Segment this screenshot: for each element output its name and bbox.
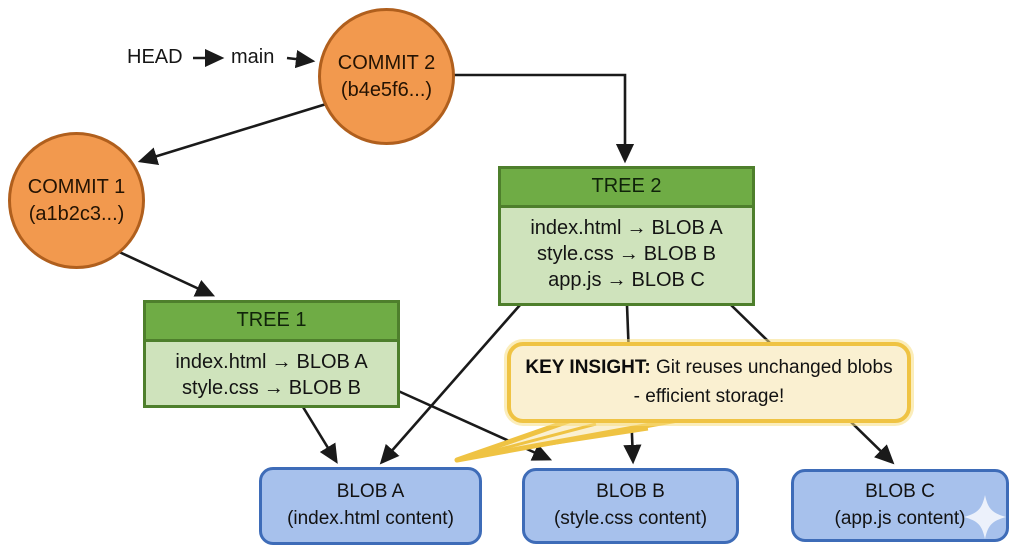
entry-file: index.html bbox=[175, 351, 267, 373]
entry-target: BLOB B bbox=[643, 243, 716, 265]
tree-entry: index.html→BLOB A bbox=[146, 349, 397, 375]
commit-2-node: COMMIT 2 (b4e5f6...) bbox=[318, 8, 455, 145]
right-arrow-icon: → bbox=[606, 269, 627, 291]
right-arrow-icon: → bbox=[618, 243, 639, 265]
tree-entry: app.js→BLOB C bbox=[501, 267, 752, 293]
right-arrow-icon: → bbox=[271, 351, 292, 373]
entry-target: BLOB A bbox=[296, 351, 368, 373]
commit-1-hash: (a1b2c3...) bbox=[28, 202, 125, 225]
entry-target: BLOB C bbox=[631, 269, 705, 291]
callout-text: Git reuses unchanged blobs - efficient s… bbox=[633, 357, 893, 407]
tree-1-entries: index.html→BLOB A style.css→BLOB B bbox=[146, 342, 397, 408]
tree-2-entries: index.html→BLOB A style.css→BLOB B app.j… bbox=[501, 208, 752, 300]
blob-c-subtitle: (app.js content) bbox=[834, 507, 966, 529]
right-arrow-icon: → bbox=[626, 217, 647, 239]
tree-2-node: TREE 2 index.html→BLOB A style.css→BLOB … bbox=[498, 166, 755, 306]
commit-2-title: COMMIT 2 bbox=[337, 51, 436, 74]
tree-entry: style.css→BLOB B bbox=[501, 241, 752, 267]
branch-ref-label: main bbox=[231, 46, 275, 68]
callout-lead: KEY INSIGHT: bbox=[525, 357, 651, 378]
commit-1-node: COMMIT 1 (a1b2c3...) bbox=[8, 132, 145, 269]
head-ref-label: HEAD bbox=[127, 46, 183, 68]
entry-target: BLOB A bbox=[651, 217, 723, 239]
entry-file: index.html bbox=[530, 217, 622, 239]
entry-file: style.css bbox=[182, 377, 259, 399]
entry-file: app.js bbox=[548, 269, 602, 291]
blob-c-node: BLOB C (app.js content) bbox=[791, 469, 1009, 542]
tree-1-node: TREE 1 index.html→BLOB A style.css→BLOB … bbox=[143, 300, 400, 408]
blob-a-title: BLOB A bbox=[336, 481, 405, 503]
blob-a-node: BLOB A (index.html content) bbox=[259, 467, 482, 545]
commit-2-hash: (b4e5f6...) bbox=[340, 78, 433, 101]
blob-b-title: BLOB B bbox=[596, 481, 665, 503]
blob-c-title: BLOB C bbox=[865, 480, 935, 502]
blob-b-subtitle: (style.css content) bbox=[553, 508, 708, 529]
blob-b-node: BLOB B (style.css content) bbox=[522, 468, 739, 544]
commit-1-title: COMMIT 1 bbox=[27, 175, 126, 198]
tree-2-title: TREE 2 bbox=[501, 169, 752, 208]
tree-1-title: TREE 1 bbox=[146, 303, 397, 342]
tree-entry: index.html→BLOB A bbox=[501, 215, 752, 241]
entry-file: style.css bbox=[537, 243, 614, 265]
right-arrow-icon: → bbox=[263, 377, 284, 399]
tree-entry: style.css→BLOB B bbox=[146, 375, 397, 401]
blob-a-subtitle: (index.html content) bbox=[287, 508, 454, 529]
key-insight-callout: KEY INSIGHT: Git reuses unchanged blobs … bbox=[507, 342, 911, 423]
entry-target: BLOB B bbox=[288, 377, 361, 399]
